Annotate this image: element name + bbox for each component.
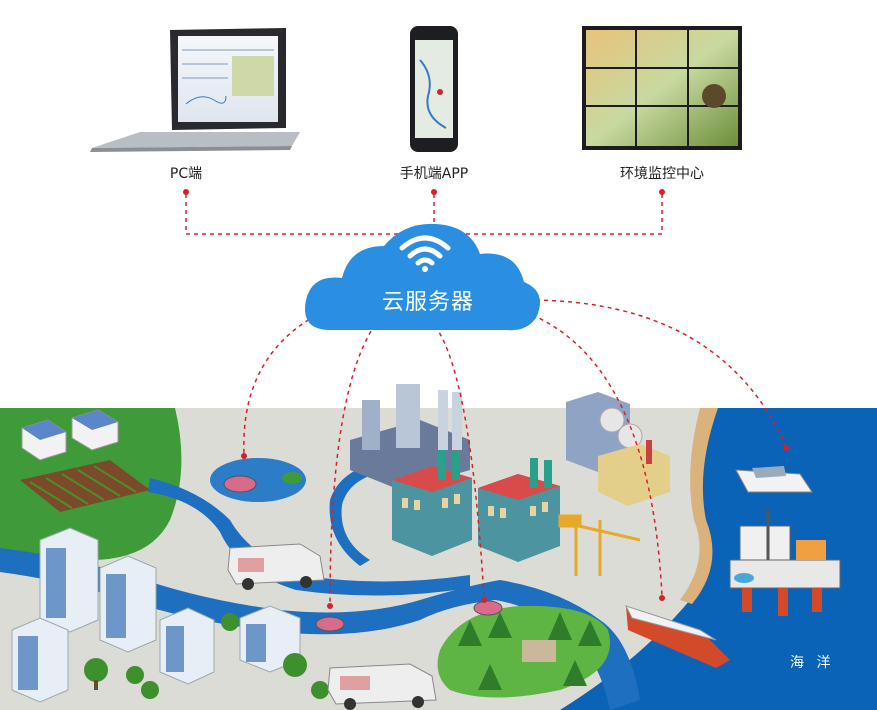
ship	[625, 605, 730, 668]
monitoring-van-2	[327, 663, 437, 710]
factory-1	[392, 450, 472, 556]
crop-field	[20, 460, 150, 512]
oil-platform	[729, 510, 841, 616]
farm-houses	[21, 409, 119, 461]
chemical-plant	[566, 392, 670, 506]
link-endpoints	[183, 189, 789, 609]
speedboat	[735, 466, 813, 493]
crane	[558, 514, 641, 576]
cloud-server-label: 云服务器	[381, 290, 474, 315]
smartphone-icon	[410, 26, 458, 152]
wifi-icon	[398, 232, 452, 272]
survey-boats	[223, 475, 503, 632]
ocean-label: 海 洋	[790, 655, 835, 671]
data-links	[185, 194, 787, 605]
video-wall-icon	[582, 26, 742, 150]
cloud-server-node	[305, 223, 540, 331]
factory-2	[478, 458, 560, 562]
river-branch	[148, 478, 470, 596]
device-label-pc: PC端	[169, 166, 203, 182]
device-label-mobile-app: 手机端APP	[399, 166, 469, 182]
city-buildings	[11, 527, 329, 703]
device-label-monitoring-center: 环境监控中心	[620, 166, 704, 182]
park-trees	[458, 612, 602, 690]
laptop-icon	[90, 28, 300, 152]
monitoring-van	[227, 543, 325, 590]
